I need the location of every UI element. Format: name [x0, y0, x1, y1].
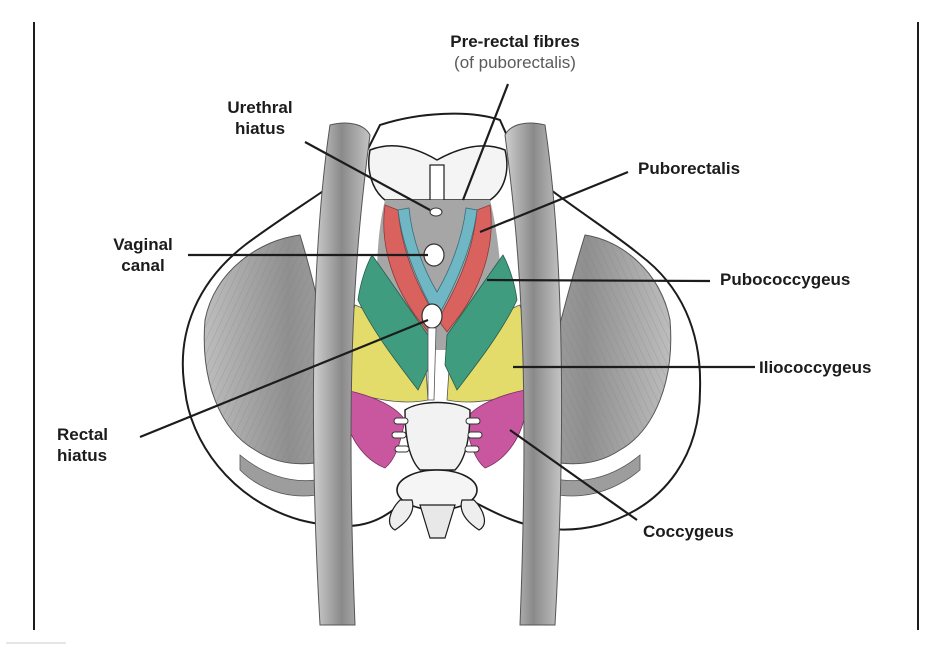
label-prerectal-title: Pre-rectal fibres — [450, 32, 580, 51]
leader-coccygeus — [509, 429, 638, 521]
leader-puborectalis — [479, 170, 629, 234]
label-vaginal-canal: Vaginal canal — [88, 234, 198, 276]
label-prerectal-sub: (of puborectalis) — [454, 53, 576, 72]
label-rectal-line1: Rectal — [57, 425, 109, 444]
sacrum — [404, 401, 471, 471]
left-long-band — [312, 122, 371, 626]
label-urethral-line1: Urethral — [227, 98, 293, 117]
label-vaginal-line1: Vaginal — [113, 235, 173, 254]
label-iliococcygeus: Iliococcygeus — [759, 358, 872, 377]
label-prerectal-fibres: Pre-rectal fibres (of puborectalis) — [425, 31, 605, 73]
label-vaginal-line2: canal — [121, 256, 165, 275]
pubococcygeus-muscle — [357, 254, 431, 391]
coccygeus-muscle — [344, 389, 406, 469]
leader-urethral — [304, 141, 431, 211]
label-rectal-line2: hiatus — [57, 446, 108, 465]
urethral-hiatus — [429, 207, 443, 217]
prerectal-fibres — [397, 207, 478, 319]
label-puborectalis: Puborectalis — [638, 159, 741, 178]
label-rectal-hiatus: Rectal hiatus — [57, 424, 108, 466]
rectal-hiatus — [421, 303, 443, 329]
leader-prerectal — [461, 83, 510, 201]
label-urethral-line2: hiatus — [234, 119, 286, 138]
faded-caption-remnant — [6, 642, 66, 656]
right-long-band — [504, 122, 563, 626]
label-pubococcygeus: Pubococcygeus — [720, 270, 851, 289]
leader-pubococcygeus — [486, 278, 711, 283]
leader-rectal — [139, 318, 429, 439]
label-urethral-hiatus: Urethral hiatus — [205, 97, 315, 139]
bottom-strip — [0, 632, 934, 668]
label-coccygeus: Coccygeus — [643, 522, 734, 541]
